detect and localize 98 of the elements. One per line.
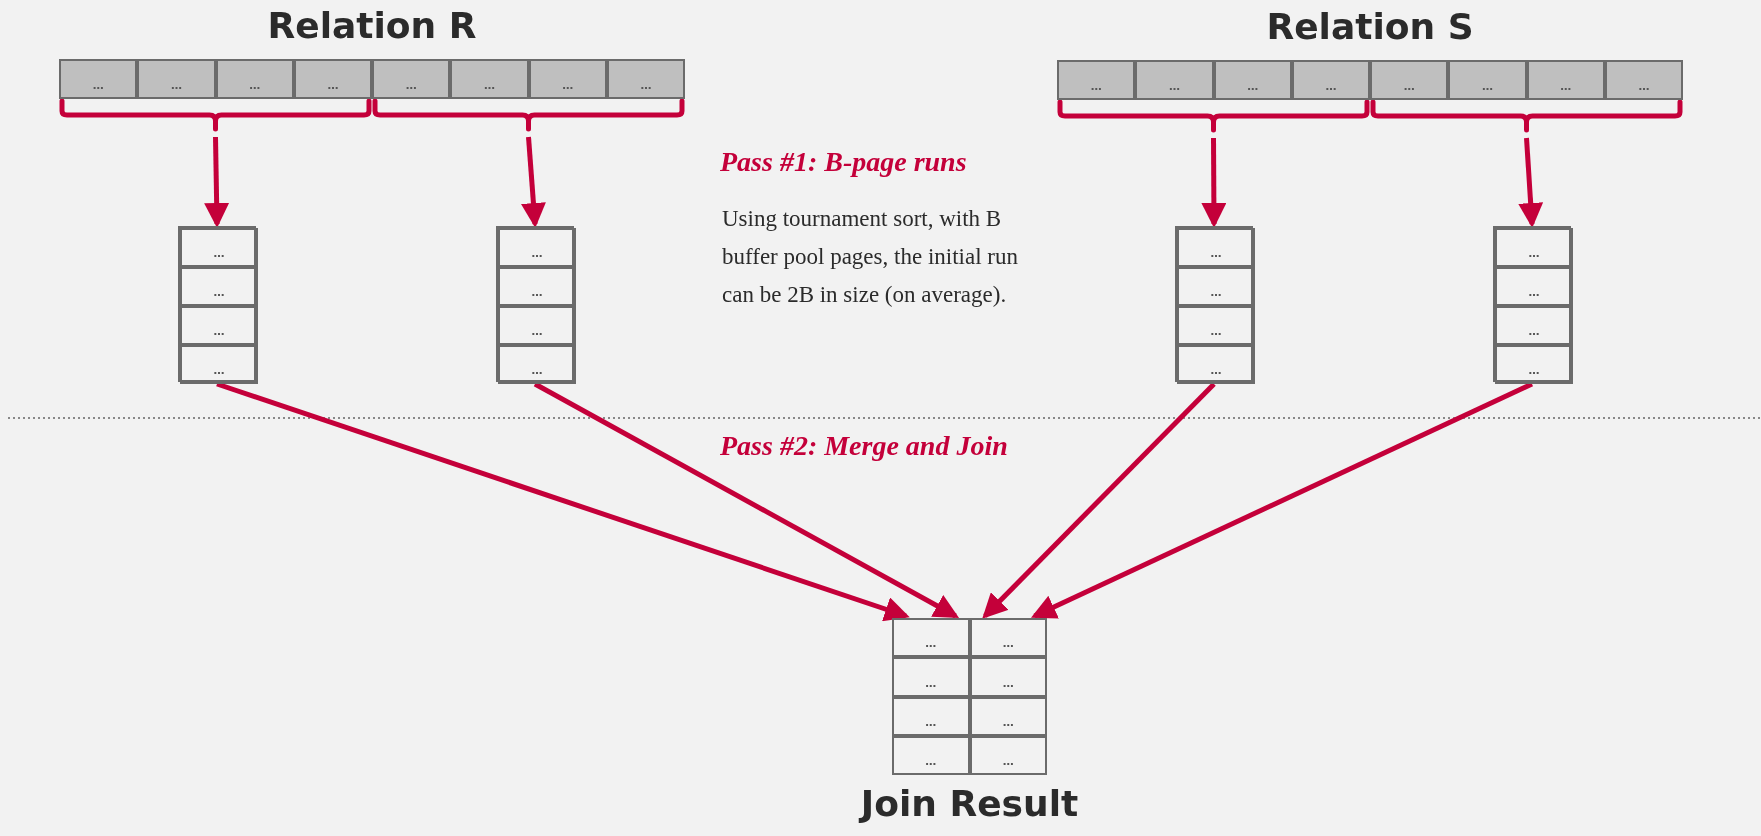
page-cell (1448, 60, 1527, 100)
ellipsis-text: … (531, 326, 543, 340)
pass-heading: Pass #2: Merge and Join (720, 430, 1008, 462)
page-cell (450, 59, 529, 99)
page-cell (215, 59, 294, 99)
page-cell (1495, 345, 1573, 384)
page-cell (969, 618, 1047, 658)
page-cell (59, 59, 138, 99)
ellipsis-text: … (1210, 365, 1222, 379)
heading: Join Result (860, 783, 1079, 824)
ellipsis-text: … (1325, 81, 1337, 95)
ellipsis-text: … (1002, 756, 1014, 770)
ellipsis-text: … (1403, 81, 1415, 95)
arrow (204, 136, 230, 228)
arrow (216, 381, 910, 622)
ellipsis-text: … (1528, 287, 1540, 301)
arrow (520, 136, 546, 228)
page-cell (1177, 306, 1255, 345)
heading: Relation S (1266, 6, 1474, 47)
ellipsis-text: … (405, 80, 417, 94)
ellipsis-text: … (562, 80, 574, 94)
ellipsis-text: … (213, 287, 225, 301)
page-cell (1177, 267, 1255, 306)
page-cell (498, 267, 576, 306)
sorted-run-stack (1493, 226, 1571, 382)
ellipsis-text: … (483, 80, 495, 94)
ellipsis-text: … (1638, 81, 1650, 95)
page-cell (606, 59, 685, 99)
page-cell (1495, 267, 1573, 306)
ellipsis-text: … (1002, 677, 1014, 692)
heading: Relation R (267, 5, 477, 46)
page-cell (892, 657, 970, 697)
ellipsis-text: … (213, 248, 225, 262)
ellipsis-text: … (1210, 326, 1222, 340)
page-cell (1604, 60, 1683, 100)
ellipsis-text: … (1528, 326, 1540, 340)
page-cell (1213, 60, 1292, 100)
description-text: Using tournament sort, with B buffer pool pages, the initial run can be 2B in size (on average). (722, 205, 1019, 309)
page-cell (1291, 60, 1370, 100)
ellipsis-text: … (1002, 716, 1014, 731)
page-cell (1526, 60, 1605, 100)
page-cell (498, 228, 576, 267)
arrow (1201, 138, 1227, 228)
page-cell (180, 306, 258, 345)
page-cell (372, 59, 451, 99)
ellipsis-text: … (1210, 248, 1222, 262)
ellipsis-text: … (1090, 81, 1102, 95)
ellipsis-text: … (925, 638, 937, 653)
page-cell (498, 345, 576, 384)
ellipsis-text: … (1210, 287, 1222, 301)
page-cell (892, 618, 970, 658)
arrow (982, 382, 1216, 619)
page-cell (1370, 60, 1449, 100)
page-cell (180, 345, 258, 384)
page-cell (1495, 306, 1573, 345)
ellipsis-text: … (925, 756, 937, 770)
ellipsis-text: … (1247, 81, 1259, 95)
page-cell (293, 59, 372, 99)
page-cell (892, 696, 970, 736)
ellipsis-text: … (1528, 365, 1540, 379)
pass-heading: Pass #1: B-page runs (720, 146, 967, 178)
ellipsis-text: … (1481, 81, 1493, 95)
page-cell (969, 735, 1047, 775)
ellipsis-text: … (531, 287, 543, 301)
page-cell (1177, 345, 1255, 384)
ellipsis-text: … (531, 248, 543, 262)
ellipsis-text: … (1168, 81, 1180, 95)
page-cell (498, 306, 576, 345)
ellipsis-text: … (1528, 248, 1540, 262)
sorted-run-stack (1175, 226, 1253, 382)
ellipsis-text: … (249, 80, 261, 94)
page-cell (180, 267, 258, 306)
ellipsis-text: … (531, 365, 543, 379)
ellipsis-text: … (213, 326, 225, 340)
page-cell (137, 59, 216, 99)
page-cell (892, 735, 970, 775)
ellipsis-text: … (1002, 638, 1014, 653)
ellipsis-text: … (925, 677, 937, 692)
ellipsis-text: … (1560, 81, 1572, 95)
page-cell (180, 228, 258, 267)
ellipsis-text: … (327, 80, 339, 94)
arrow (533, 381, 960, 619)
page-cell (1057, 60, 1136, 100)
ellipsis-text: … (213, 365, 225, 379)
page-cell (969, 657, 1047, 697)
page-cell (528, 59, 607, 99)
ellipsis-text: … (925, 716, 937, 731)
page-cell (969, 696, 1047, 736)
arrow (1030, 381, 1534, 619)
arrow (1518, 137, 1544, 228)
sorted-run-stack (178, 226, 256, 382)
page-cell (1495, 228, 1573, 267)
sorted-run-stack (496, 226, 574, 382)
page-cell (1177, 228, 1255, 267)
ellipsis-text: … (640, 80, 652, 94)
ellipsis-text: … (170, 80, 182, 94)
ellipsis-text: … (92, 80, 104, 94)
page-cell (1135, 60, 1214, 100)
